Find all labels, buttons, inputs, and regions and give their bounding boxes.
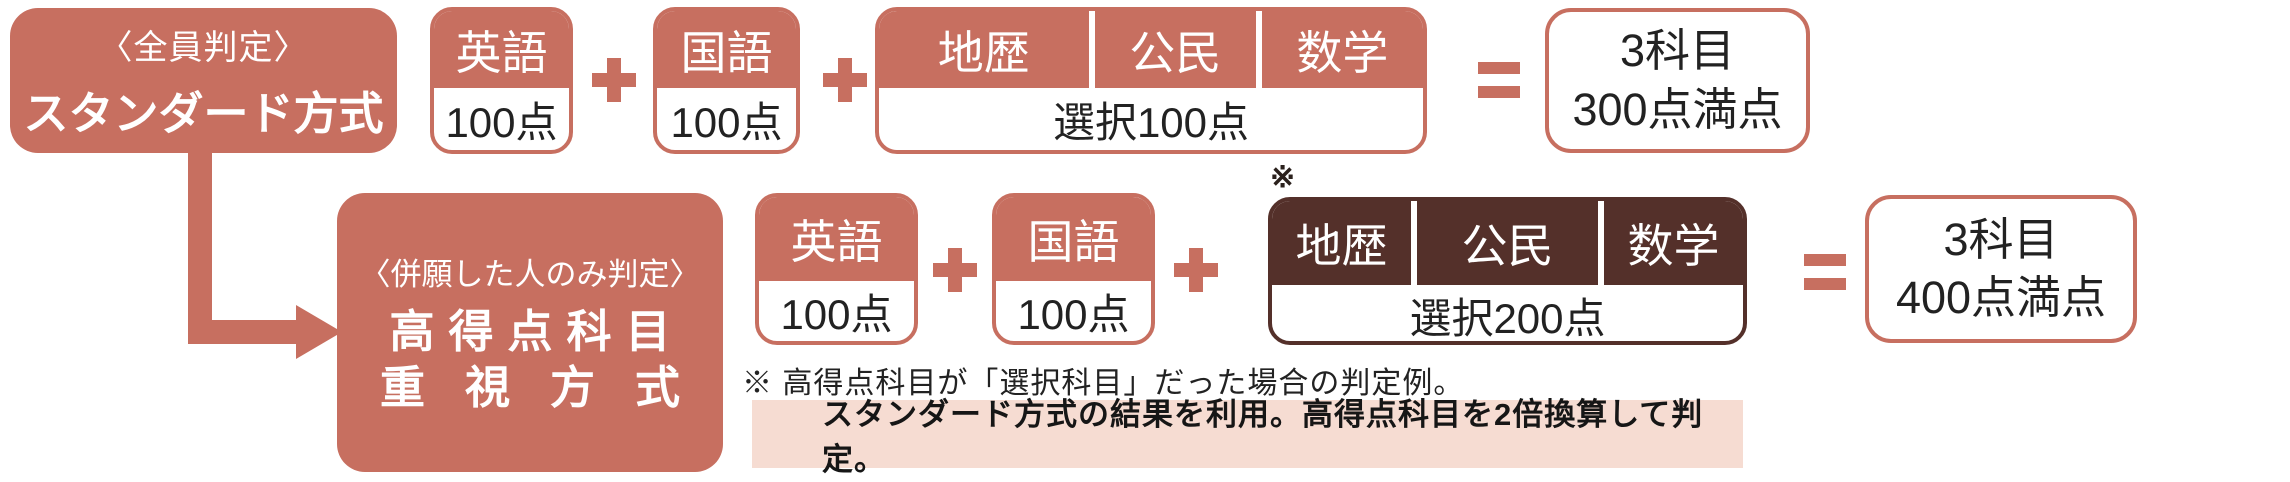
flow-arrow-right-icon [296,305,342,359]
subject-score: 100点 [1017,291,1130,338]
subject-divider [1411,201,1418,285]
plus-icon [592,58,636,102]
subject-label: 公民 [1129,26,1222,79]
asterisk-reference-mark: ※ [1270,161,1296,194]
subject-label: 国語 [680,26,773,79]
method-box-standard: 〈全員判定〉 スタンダード方式 [10,8,397,153]
subject-header: 国語 [657,11,796,88]
subject-header: 地歴 公民 数学 [879,11,1423,88]
method-box-high-score-weighted: 〈併願した人のみ判定〉 高得点科目 重視方式 [337,193,723,472]
result-line: 300点満点 [1572,83,1783,135]
subject-header: 地歴 公民 数学 [1272,201,1743,285]
subject-score: 100点 [445,98,558,146]
result-line: 3科目 [1943,213,2059,265]
equals-icon [1804,254,1846,290]
subject-box-elective-doubled-row2: 地歴 公民 数学 選択200点 [1268,197,1747,345]
footnote-text: ※ 高得点科目が「選択科目」だった場合の判定例。 [742,367,1465,400]
subject-box-japanese-row1: 国語 100点 [653,7,800,154]
method-name: スタンダード方式 [23,87,384,139]
flow-arrow-vertical-segment [188,150,212,344]
subject-label: 地歴 [937,26,1030,79]
subject-score: 100点 [670,98,783,146]
result-line: 400点満点 [1895,272,2107,323]
subject-label: 公民 [1461,220,1554,272]
method-tag: 〈併願した人のみ判定〉 [359,256,701,292]
subject-divider [1597,201,1604,285]
subject-box-english-row1: 英語 100点 [430,7,573,154]
subject-label: 英語 [455,26,548,79]
subject-box-english-row2: 英語 100点 [755,193,918,345]
subject-score: 100点 [780,291,893,338]
subject-score: 選択200点 [1409,295,1606,342]
subject-divider [1255,11,1262,88]
subject-header: 国語 [996,197,1151,281]
subject-header: 英語 [759,197,914,281]
result-box-high-score-weighted: 3科目 400点満点 [1865,195,2137,343]
subject-label: 国語 [1027,216,1120,268]
equals-icon [1478,62,1520,98]
method-tag: 〈全員判定〉 [98,28,309,67]
subject-label: 地歴 [1295,220,1388,272]
subject-label: 英語 [790,216,883,268]
highlight-note: スタンダード方式の結果を利用。高得点科目を2倍換算して判定。 [752,397,1743,477]
subject-divider [1088,11,1095,88]
plus-icon [1174,248,1218,292]
flow-arrow-horizontal-segment [188,320,298,344]
method-name: 高得点科目 [389,305,685,357]
subject-box-elective-row1: 地歴 公民 数学 選択100点 [875,7,1427,154]
subject-label: 数学 [1627,220,1720,272]
result-line: 3科目 [1619,25,1736,76]
plus-icon [823,58,867,102]
method-name: 重視方式 [379,362,720,413]
subject-header: 英語 [434,11,569,88]
result-box-standard: 3科目 300点満点 [1545,8,1810,153]
subject-label: 数学 [1296,26,1389,79]
subject-score: 選択100点 [1052,98,1250,146]
subject-box-japanese-row2: 国語 100点 [992,193,1155,345]
plus-icon [933,248,977,292]
